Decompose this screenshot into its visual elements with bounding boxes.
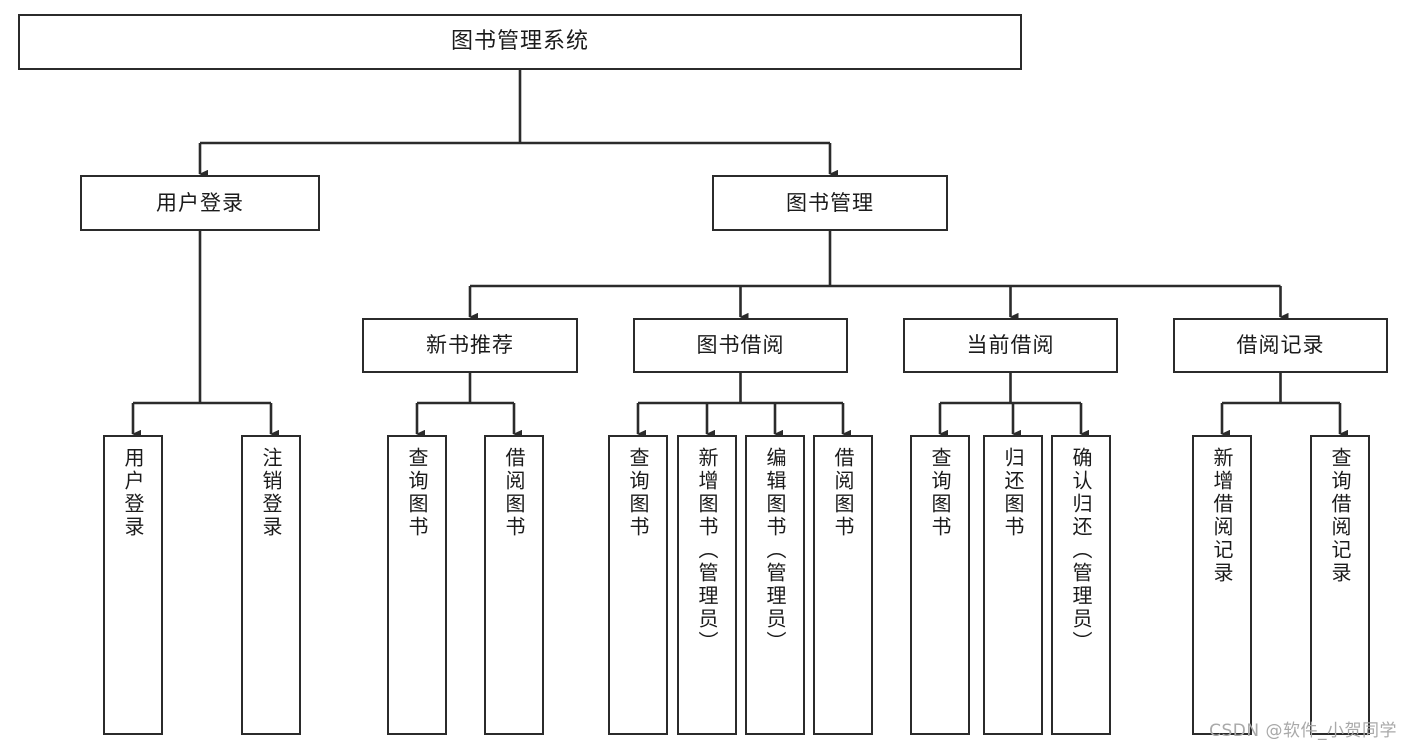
node-leaf-query-rec[interactable]: 查询借阅记录 — [1310, 435, 1370, 735]
node-label-user-login: 用户登录 — [156, 190, 244, 215]
node-label-leaf-add-book: 新增图书（管理员） — [695, 447, 719, 654]
node-leaf-query-3[interactable]: 查询图书 — [910, 435, 970, 735]
node-label-leaf-add-rec: 新增借阅记录 — [1210, 447, 1234, 585]
node-label-leaf-query-3: 查询图书 — [928, 447, 952, 539]
node-leaf-borrow-1[interactable]: 借阅图书 — [484, 435, 544, 735]
node-leaf-add-rec[interactable]: 新增借阅记录 — [1192, 435, 1252, 735]
node-new-book-rec[interactable]: 新书推荐 — [362, 318, 578, 373]
node-leaf-return[interactable]: 归还图书 — [983, 435, 1043, 735]
node-label-book-borrow: 图书借阅 — [696, 333, 785, 358]
node-label-root: 图书管理系统 — [450, 29, 589, 55]
node-book-manage[interactable]: 图书管理 — [712, 175, 948, 231]
node-label-leaf-query-rec: 查询借阅记录 — [1328, 447, 1352, 585]
node-leaf-add-book[interactable]: 新增图书（管理员） — [677, 435, 737, 735]
node-current-borrow[interactable]: 当前借阅 — [903, 318, 1118, 373]
edges-group — [131, 70, 1348, 439]
node-borrow-record[interactable]: 借阅记录 — [1173, 318, 1388, 373]
node-leaf-borrow-2[interactable]: 借阅图书 — [813, 435, 873, 735]
node-leaf-confirm[interactable]: 确认归还（管理员） — [1051, 435, 1111, 735]
node-book-borrow[interactable]: 图书借阅 — [633, 318, 848, 373]
node-label-leaf-confirm: 确认归还（管理员） — [1069, 447, 1093, 654]
node-label-book-manage: 图书管理 — [786, 190, 874, 215]
node-user-login[interactable]: 用户登录 — [80, 175, 320, 231]
node-label-new-book-rec: 新书推荐 — [426, 333, 514, 358]
node-label-leaf-borrow-1: 借阅图书 — [502, 447, 526, 539]
node-label-leaf-edit-book: 编辑图书（管理员） — [763, 447, 787, 654]
node-label-current-borrow: 当前借阅 — [966, 333, 1055, 358]
node-leaf-query-1[interactable]: 查询图书 — [387, 435, 447, 735]
node-leaf-query-2[interactable]: 查询图书 — [608, 435, 668, 735]
node-label-borrow-record: 借阅记录 — [1236, 333, 1325, 358]
node-leaf-logout[interactable]: 注销登录 — [241, 435, 301, 735]
node-label-leaf-borrow-2: 借阅图书 — [831, 447, 855, 539]
node-root[interactable]: 图书管理系统 — [18, 14, 1022, 70]
node-leaf-user-login[interactable]: 用户登录 — [103, 435, 163, 735]
node-label-leaf-query-1: 查询图书 — [405, 447, 429, 539]
node-label-leaf-logout: 注销登录 — [259, 447, 283, 539]
node-label-leaf-user-login: 用户登录 — [121, 447, 145, 539]
node-label-leaf-query-2: 查询图书 — [626, 447, 650, 539]
node-label-leaf-return: 归还图书 — [1001, 447, 1025, 539]
node-leaf-edit-book[interactable]: 编辑图书（管理员） — [745, 435, 805, 735]
